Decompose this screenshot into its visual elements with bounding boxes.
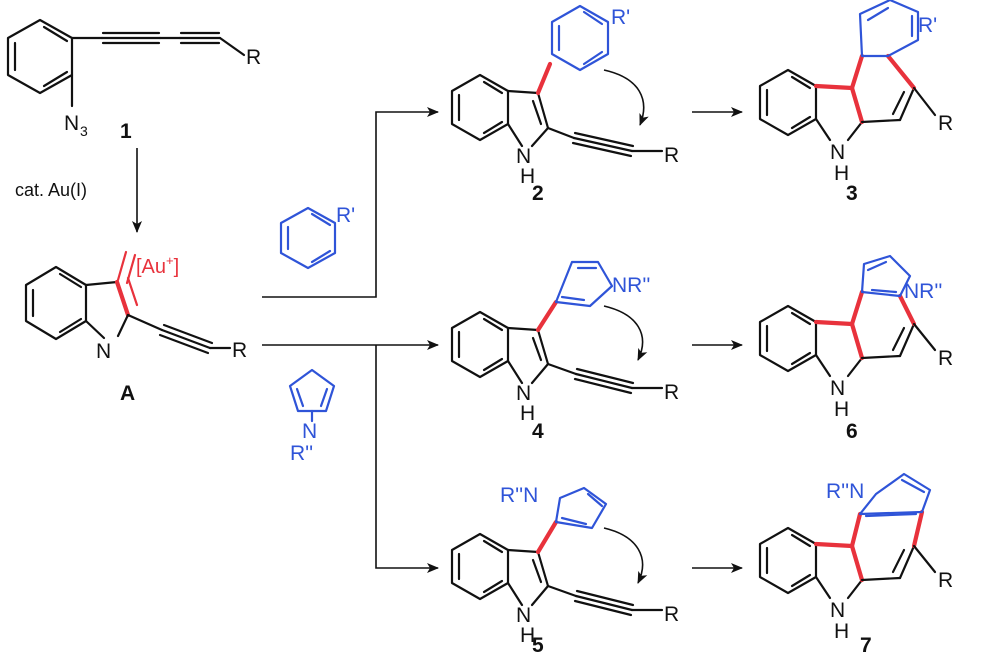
compound-label-4: 4 <box>532 420 544 443</box>
reagent-pyrrole: N R'' <box>288 368 336 465</box>
r-double-prime-label: R'' <box>290 442 313 465</box>
compound-label-2: 2 <box>532 182 544 205</box>
carbazole-nh: N <box>830 599 845 622</box>
r-double-prime-n-label: R''N <box>826 480 864 503</box>
carbazole-nh: N <box>830 377 845 400</box>
indole-nh: N <box>516 145 531 168</box>
r-double-prime-n-label: R''N <box>500 484 538 507</box>
nr-double-prime-label: NR'' <box>612 274 650 297</box>
reagent-arene: R' <box>279 204 355 270</box>
compound-label-1: 1 <box>120 120 132 143</box>
r-label: R <box>664 144 679 167</box>
imine-n: N <box>96 340 111 363</box>
compound-4: NR'' N H R 4 <box>450 260 679 443</box>
carbazole-h: H <box>834 398 849 421</box>
condition-text: cat. Au(I) <box>15 180 87 200</box>
r-label: R <box>232 339 247 362</box>
cyclization-arrow <box>603 527 648 584</box>
carbazole-h: H <box>834 162 849 185</box>
carbazole-h: H <box>834 620 849 643</box>
r-label: R <box>938 347 953 370</box>
nr-double-prime-label: NR'' <box>904 280 942 303</box>
r-prime-label: R' <box>918 14 937 37</box>
compound-5: R''N N H R 5 <box>450 484 679 655</box>
compound-3: N H R R' 3 <box>758 0 953 205</box>
r-label: R <box>938 569 953 592</box>
r-label: R <box>246 46 261 69</box>
azide-sub: 3 <box>80 123 88 139</box>
indole-h: H <box>520 165 535 188</box>
azide-n: N <box>64 112 79 135</box>
compound-label-3: 3 <box>846 182 858 205</box>
compound-2: R' N H R 2 <box>450 4 679 205</box>
r-label: R <box>664 603 679 626</box>
cyclization-arrow <box>603 305 648 361</box>
compound-1: R N 3 1 <box>6 18 261 143</box>
r-label: R <box>664 381 679 404</box>
compound-label-5: 5 <box>532 634 544 655</box>
gold-carbene: [Au+] <box>136 253 179 278</box>
indole-h: H <box>520 624 535 647</box>
indole-h: H <box>520 402 535 425</box>
intermediate-A: N R [Au+] A <box>24 250 247 405</box>
compound-6: NR'' N H R 6 <box>758 254 953 443</box>
r-label: R <box>938 112 953 135</box>
arrow-A-to-2 <box>262 107 439 298</box>
cyclization-arrow <box>603 69 649 126</box>
compound-label-A: A <box>120 382 135 405</box>
carbazole-nh: N <box>830 141 845 164</box>
indole-nh: N <box>516 382 531 405</box>
compound-label-6: 6 <box>846 420 858 443</box>
arrow-A-to-5 <box>375 345 439 573</box>
compound-7: R''N N H R 7 <box>758 472 953 655</box>
indole-nh: N <box>516 604 531 627</box>
pyrrole-n: N <box>302 420 317 443</box>
r-prime-label: R' <box>336 204 355 227</box>
compound-label-7: 7 <box>860 634 872 655</box>
r-prime-label: R' <box>611 6 630 29</box>
